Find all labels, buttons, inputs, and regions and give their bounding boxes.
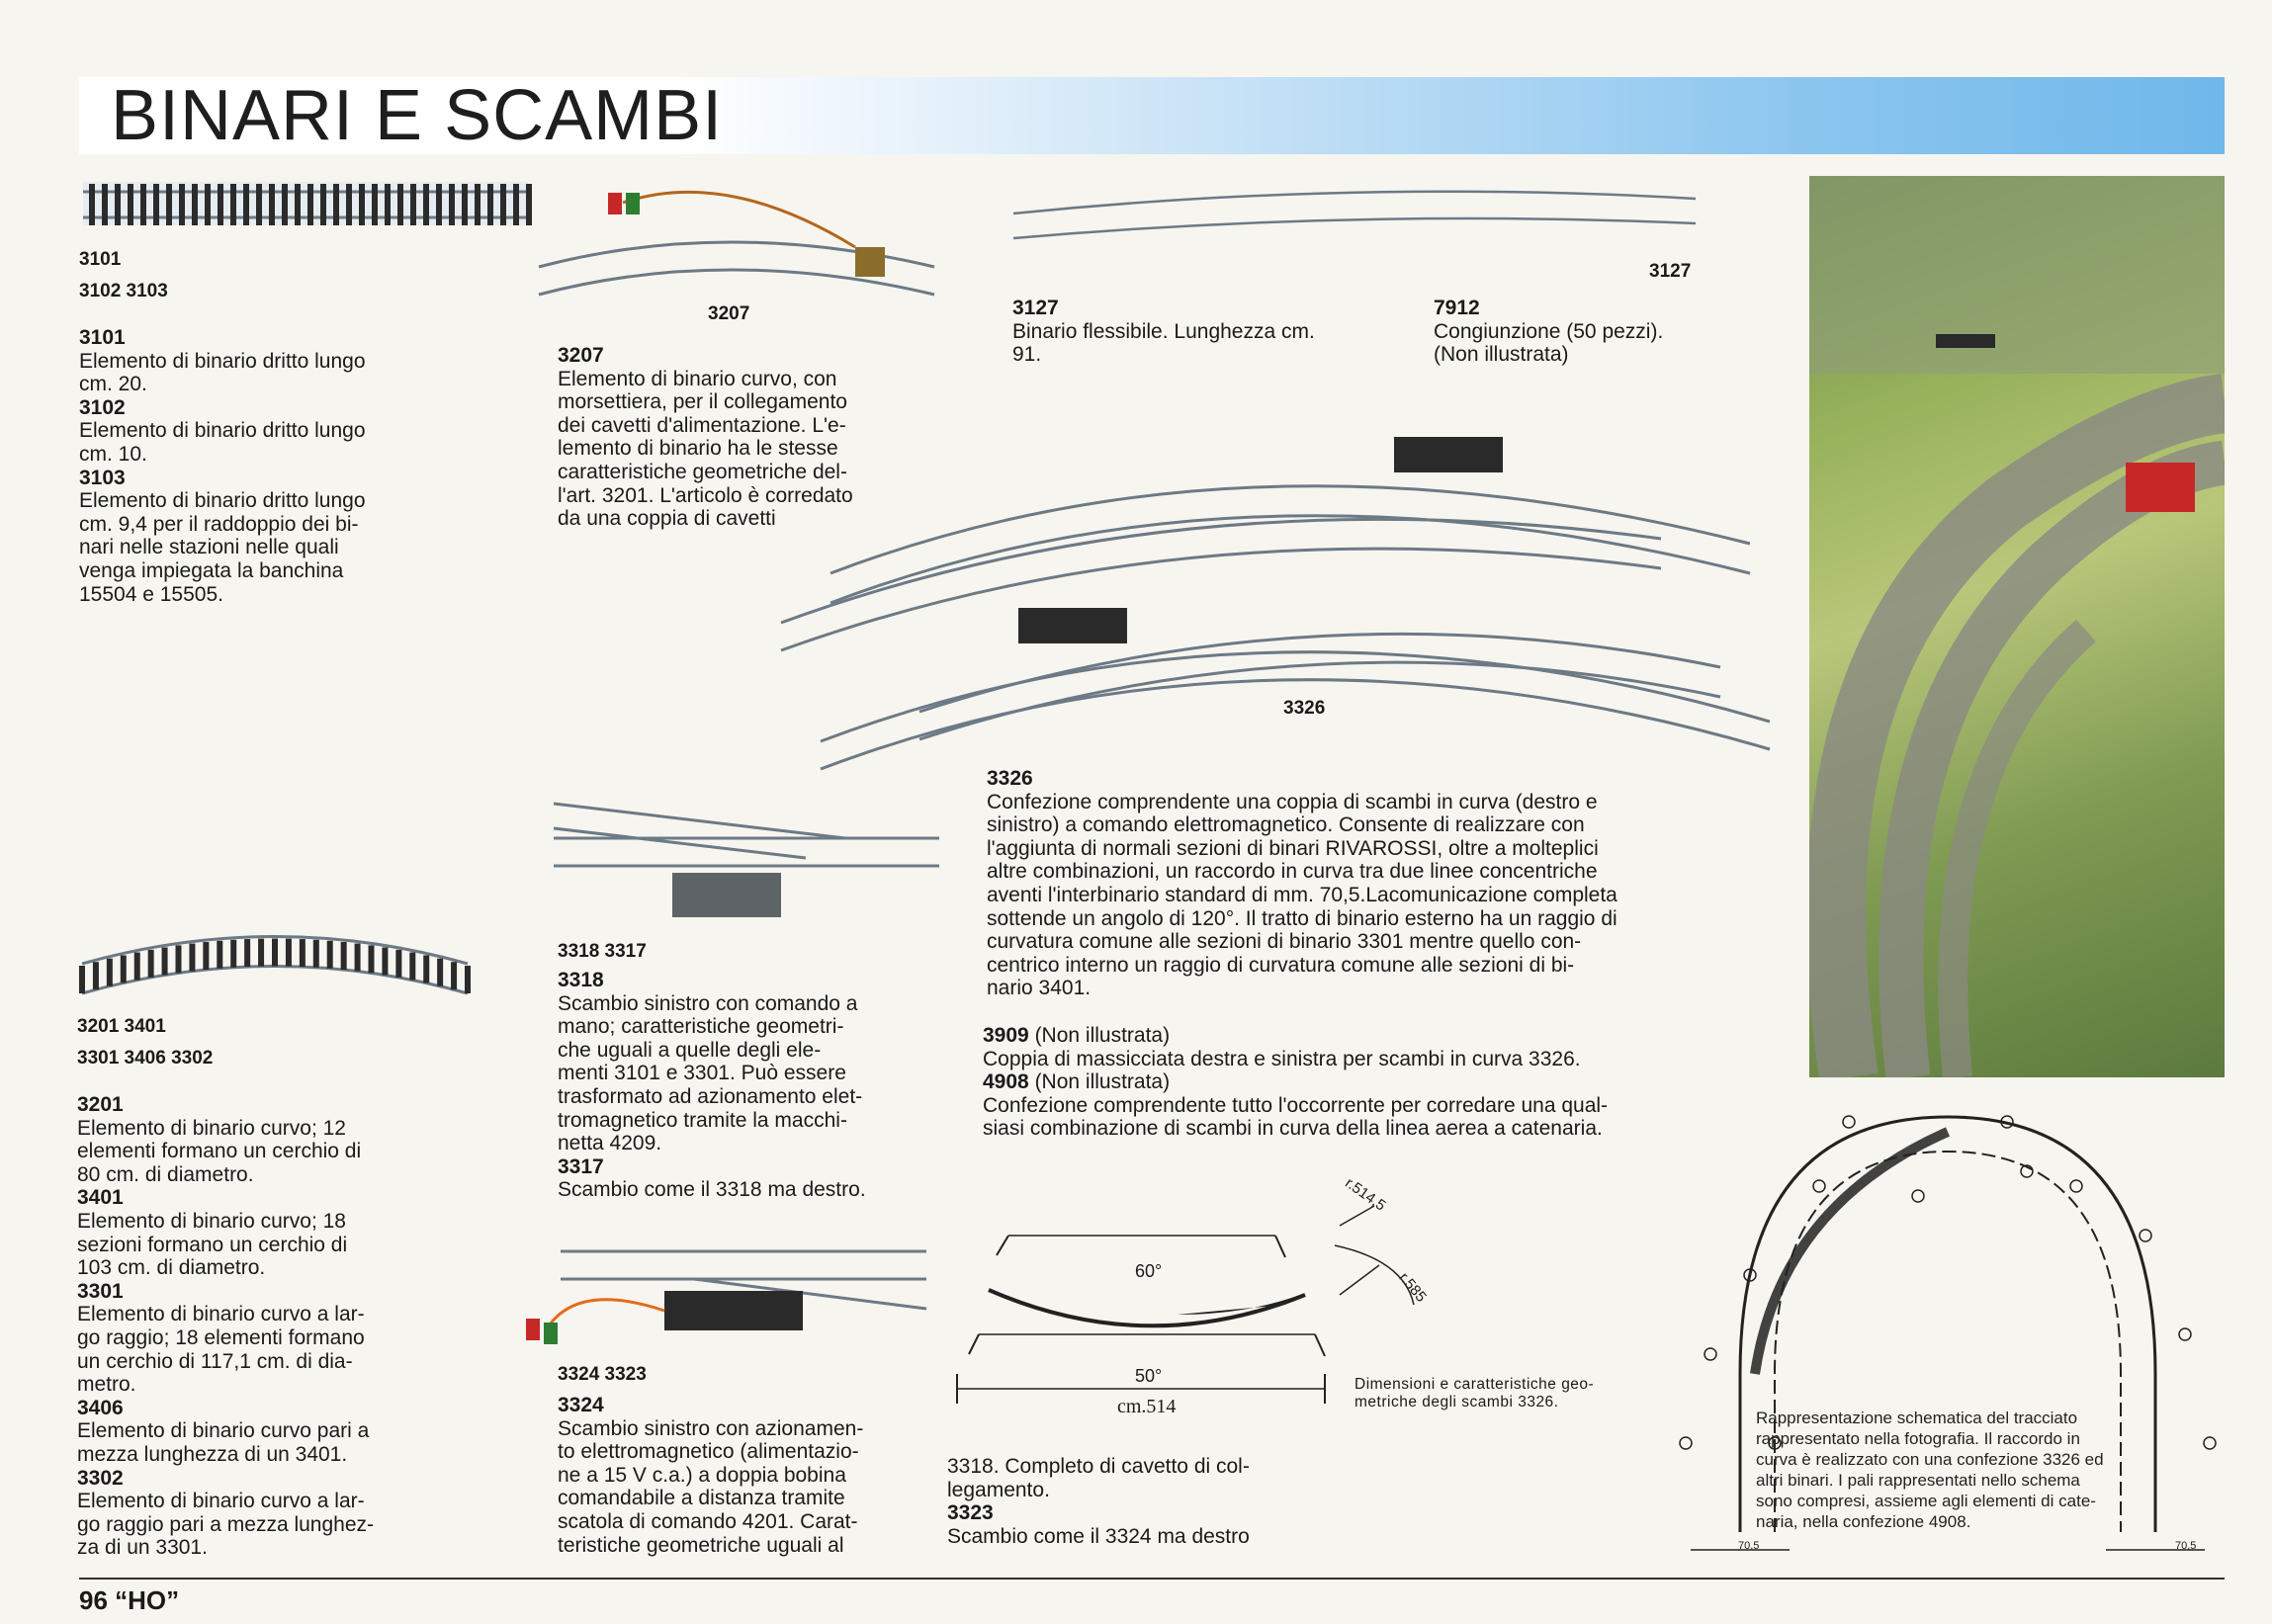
text-3318b: 3318. Completo di cavetto di col- legame… [947,1455,1250,1501]
schema-dim-right: 70,5 [2175,1540,2197,1552]
code-3302: 3302 [77,1466,124,1490]
code-3201: 3201 [77,1093,124,1116]
code-3317: 3317 [558,1154,604,1178]
curved-turnouts-3326-image [780,437,1771,771]
geometry-diagram [956,1205,1415,1404]
footer-rule [79,1578,2225,1580]
curved-track-image [79,935,471,995]
angle-60-label: 60° [1135,1261,1163,1281]
text-7912: Congiunzione (50 pezzi). (Non illustrata… [1434,319,1664,367]
text-3317: Scambio come il 3318 ma destro. [558,1178,866,1202]
code-3101: 3101 [79,326,126,349]
schema-dim-left: 70,5 [1738,1540,1760,1552]
turnout-3324-image [526,1249,927,1344]
desc-3324: 3324 Scambio sinistro con azionamen- to … [558,1394,923,1557]
text-3401: Elemento di binario curvo; 18 sezioni fo… [77,1209,348,1280]
page-title: BINARI E SCAMBI [111,76,724,155]
desc-3201: 3201 Elemento di binario curvo; 12 eleme… [77,1093,443,1560]
desc-3101: 3101 Elemento di binario dritto lungo cm… [79,326,435,606]
angle-50-label: 50° [1135,1366,1163,1386]
desc-3326: 3326 Confezione comprendente una coppia … [987,767,1738,1000]
label-3324-3323: 3324 3323 [558,1364,647,1385]
label-3301-3406-3302: 3301 3406 3302 [77,1048,214,1068]
label-3318-3317: 3318 3317 [558,941,647,962]
text-3909: Coppia di massicciata destra e sinistra … [983,1047,1581,1070]
text-3302: Elemento di binario curvo a lar- go ragg… [77,1490,375,1560]
desc-3318b-3323: 3318. Completo di cavetto di col- legame… [947,1455,1323,1548]
code-3324: 3324 [558,1394,604,1416]
text-3326: Confezione comprendente una coppia di sc… [987,790,1617,1000]
code-3127: 3127 [1012,297,1059,319]
title-banner [79,77,2225,154]
text-3318: Scambio sinistro con comando a mano; car… [558,991,863,1155]
label-3207: 3207 [708,303,750,324]
code-7912: 7912 [1434,297,1480,319]
photo-tracks [1809,176,2225,1077]
code-3406: 3406 [77,1396,124,1419]
text-3323: Scambio come il 3324 ma destro [947,1524,1250,1548]
text-3103: Elemento di binario dritto lungo cm. 9,4… [79,489,366,606]
label-3102-3103: 3102 3103 [79,281,168,301]
code-3207: 3207 [558,344,604,367]
desc-3318: 3318 Scambio sinistro con comando a mano… [558,969,923,1202]
text-3101: Elemento di binario dritto lungo cm. 20. [79,349,366,396]
straight-track-image [83,182,532,225]
text-3201: Elemento di binario curvo; 12 elementi f… [77,1116,362,1186]
desc-3909-4908: 3909 (Non illustrata) Coppia di massicci… [983,1024,1754,1141]
text-3324: Scambio sinistro con azionamen- to elett… [558,1416,864,1557]
code-3318: 3318 [558,969,604,991]
label-3127-image: 3127 [1649,261,1692,282]
page-number: 96 “HO” [79,1585,180,1615]
desc-3127: 3127 Binario flessibile. Lunghezza cm. 9… [1012,297,1388,367]
code-3909: 3909 [983,1024,1029,1047]
track-3207-image [538,190,935,297]
label-3201-3401: 3201 3401 [77,1016,166,1037]
text-4908: Confezione comprendente tutto l'occorren… [983,1093,1609,1141]
code-3102: 3102 [79,395,126,419]
layout-photo [1809,176,2225,1077]
text-3207: Elemento di binario curvo, con morsettie… [558,367,853,531]
code-3323: 3323 [947,1501,994,1525]
flexible-track-3127-image [1012,190,1697,240]
track-schema-diagram [1679,1115,2217,1551]
desc-7912: 7912 Congiunzione (50 pezzi). (Non illus… [1434,297,1760,367]
text-3127: Binario flessibile. Lunghezza cm. 91. [1012,319,1315,367]
length-label: cm.514 [1117,1396,1177,1417]
schema-caption: Rappresentazione schematica del tracciat… [1756,1409,2104,1531]
label-3326-image: 3326 [1283,698,1326,719]
desc-3207: 3207 Elemento di binario curvo, con mors… [558,344,923,531]
label-3101: 3101 [79,249,122,270]
text-3102: Elemento di binario dritto lungo cm. 10. [79,419,366,466]
text-3301: Elemento di binario curvo a lar- go ragg… [77,1303,365,1397]
note-3909: (Non illustrata) [1034,1024,1171,1047]
diagram-caption: Dimensioni e caratteristiche geo- metric… [1354,1376,1595,1410]
code-4908: 4908 [983,1070,1029,1094]
text-3406: Elemento di binario curvo pari a mezza l… [77,1419,370,1466]
code-3103: 3103 [79,466,126,489]
note-4908: (Non illustrata) [1034,1070,1171,1094]
code-3326: 3326 [987,767,1033,790]
code-3301: 3301 [77,1279,124,1303]
code-3401: 3401 [77,1186,124,1210]
turnout-3318-image [553,802,939,917]
